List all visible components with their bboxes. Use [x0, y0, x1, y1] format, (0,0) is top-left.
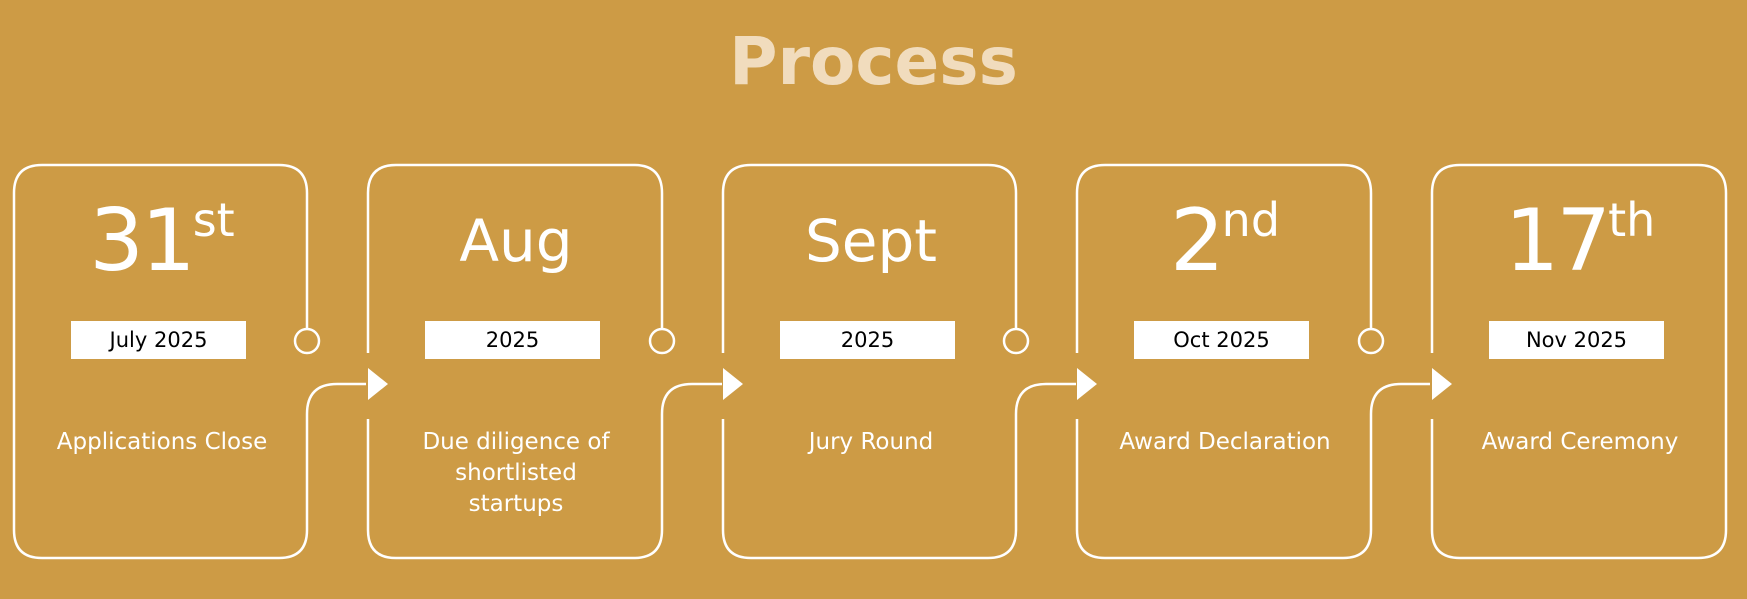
step-date: 2025 [780, 321, 955, 359]
step-date: Oct 2025 [1134, 321, 1309, 359]
step-4: 2nd Oct 2025 Award Declaration [1077, 165, 1373, 558]
step-date: 2025 [425, 321, 600, 359]
step-label: Award Ceremony [1481, 429, 1679, 455]
step-label: Jury Round [808, 429, 934, 455]
step-date: July 2025 [71, 321, 246, 359]
step-label: Applications Close [56, 429, 268, 455]
page-title: Process [729, 23, 1018, 100]
step-day: 31st [89, 191, 235, 291]
step-1: 31st July 2025 Applications Close [14, 165, 310, 558]
step-day: 2nd [1169, 191, 1281, 291]
step-label: Award Declaration [1119, 429, 1331, 455]
step-5: 17th Nov 2025 Award Ceremony [1432, 165, 1728, 558]
step-3: Sept 2025 Jury Round [723, 165, 1019, 558]
step-2: Aug 2025 Due diligence of shortlisted st… [368, 165, 664, 558]
step-day: 17th [1504, 191, 1656, 291]
step-date: Nov 2025 [1489, 321, 1664, 359]
step-day: Aug [459, 207, 573, 275]
step-day: Sept [804, 207, 938, 275]
step-label: Due diligence of shortlisted startups [422, 429, 610, 517]
